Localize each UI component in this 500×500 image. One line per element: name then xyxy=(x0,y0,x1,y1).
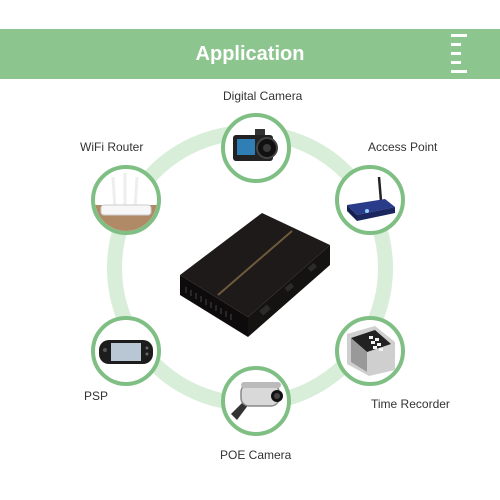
digital-camera-icon xyxy=(233,129,278,161)
header-banner: Application xyxy=(0,29,500,79)
access-point-label: Access Point xyxy=(368,140,438,154)
menu-icon[interactable] xyxy=(451,32,467,74)
wifi-router-node[interactable] xyxy=(91,165,161,235)
poe-camera-node[interactable] xyxy=(221,366,291,436)
digital-camera-node[interactable] xyxy=(221,113,291,183)
poe-camera-label: POE Camera xyxy=(220,448,292,462)
psp-label: PSP xyxy=(84,389,109,403)
poe-camera-icon xyxy=(231,382,283,420)
wifi-router-icon xyxy=(95,173,157,231)
time-recorder-label: Time Recorder xyxy=(371,397,450,411)
access-point-icon xyxy=(347,176,395,221)
poe-switch-icon xyxy=(160,205,340,345)
wifi-router-label: WiFi Router xyxy=(80,140,144,154)
time-recorder-node[interactable] xyxy=(335,316,405,386)
page-title: Application xyxy=(195,43,305,65)
access-point-node[interactable] xyxy=(335,165,405,235)
digital-camera-label: Digital Camera xyxy=(223,89,303,103)
time-recorder-icon xyxy=(347,326,395,376)
psp-icon xyxy=(99,340,153,364)
psp-node[interactable] xyxy=(91,316,161,386)
